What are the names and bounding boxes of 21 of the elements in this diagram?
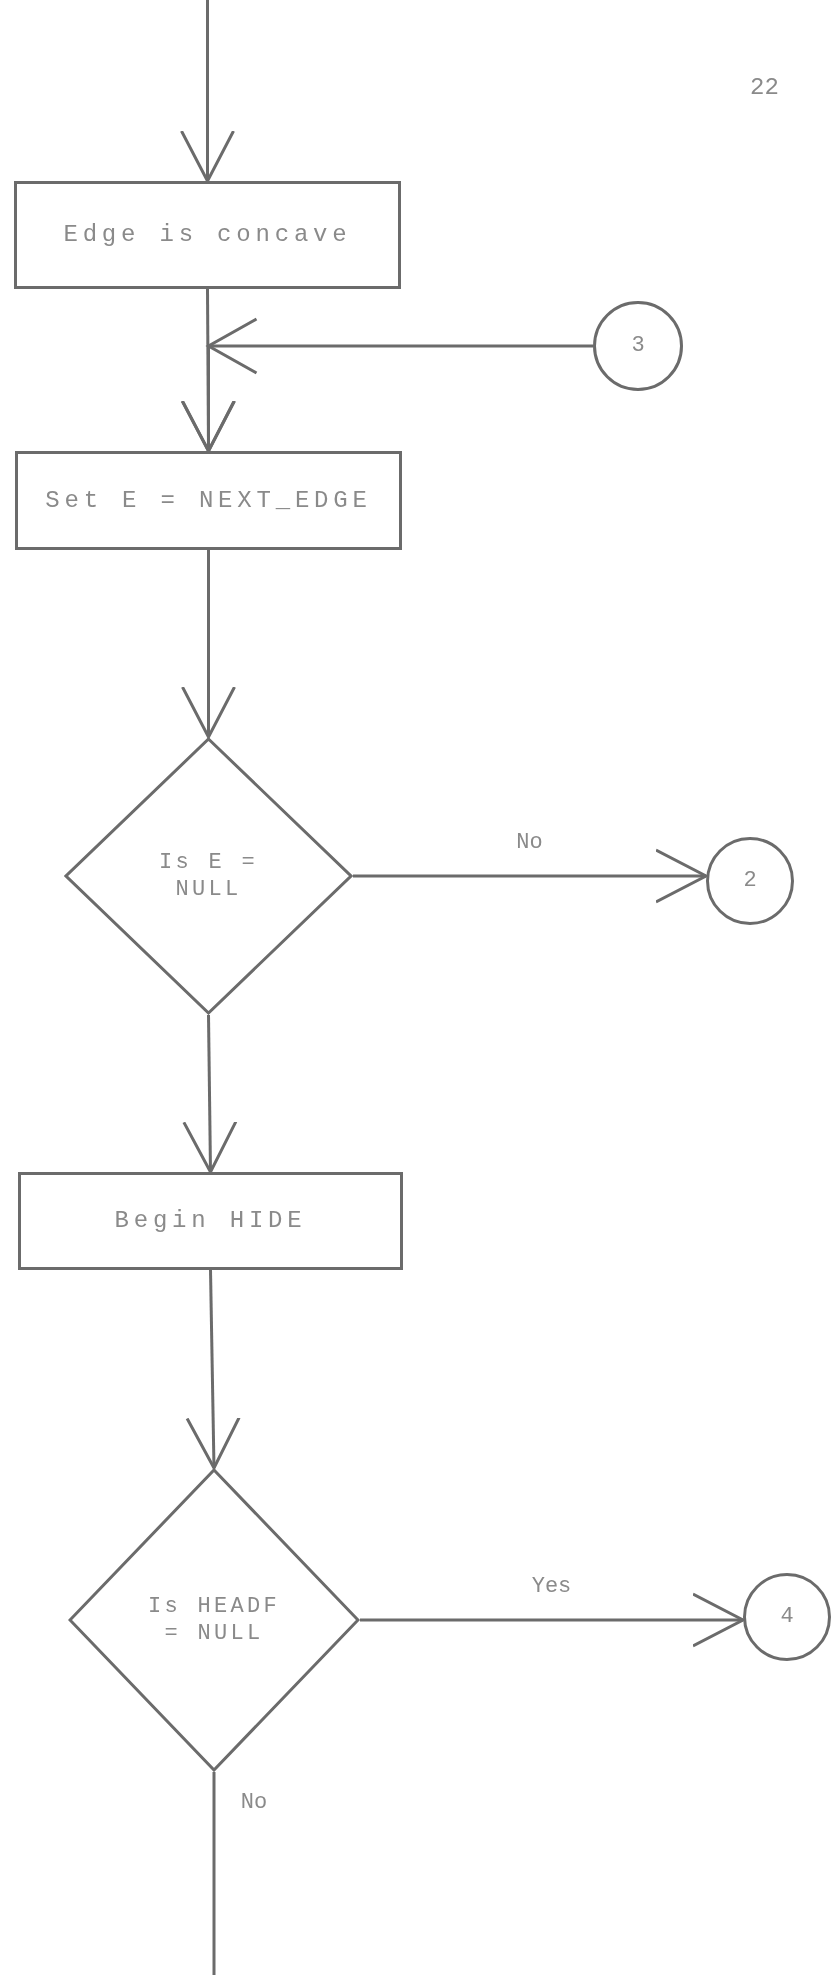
arrow: [180, 0, 235, 183]
arrow: [360, 1592, 745, 1648]
connector-number: 4: [780, 1603, 794, 1631]
page-number: 22: [750, 73, 779, 103]
node-text: Begin HIDE: [114, 1206, 307, 1236]
node-text: Is E = NULL: [158, 848, 259, 904]
process-box: [14, 181, 401, 289]
process-box: [15, 451, 402, 550]
connector-number: 3: [631, 332, 645, 360]
decision-diamond: [64, 737, 353, 1015]
decision-diamond: [68, 1468, 360, 1772]
process-box: [18, 1172, 403, 1270]
arrow: [181, 550, 236, 739]
arrow: [353, 848, 708, 904]
connector-number: 2: [743, 867, 757, 895]
arrow: [182, 1014, 238, 1174]
node-text: Edge is concave: [63, 220, 352, 250]
node-text: Is HEADF = NULL: [147, 1592, 281, 1648]
arrow: [185, 1269, 241, 1470]
arrow: [181, 317, 593, 453]
node-text: Set E = NEXT_EDGE: [45, 485, 372, 516]
